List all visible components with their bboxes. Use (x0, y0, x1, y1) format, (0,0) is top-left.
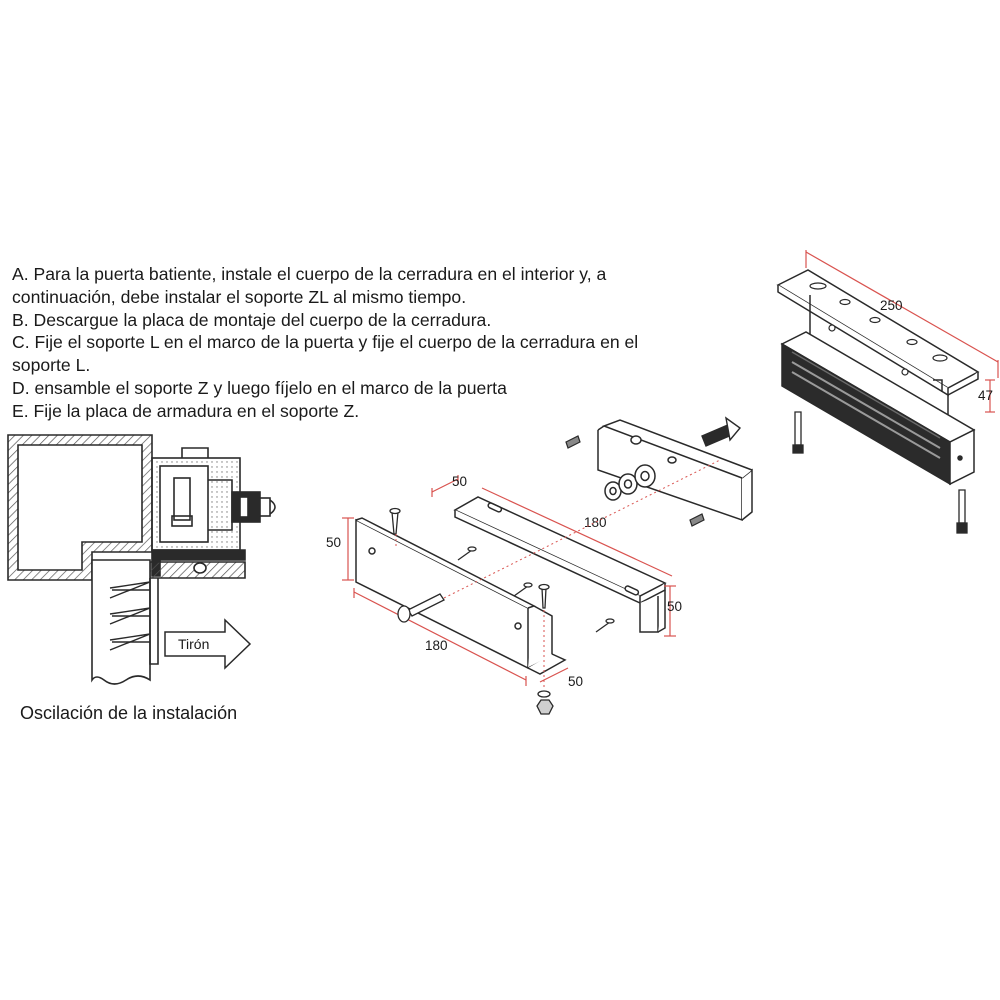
bolt-section (231, 491, 276, 523)
dim-z-height: 50 (667, 599, 682, 614)
z-bracket (453, 496, 667, 633)
assembly-guide-lines (395, 459, 721, 690)
lock-mounting-bolts (792, 411, 968, 534)
door-leaf (91, 559, 151, 685)
step-b: B. Descargue la placa de montaje del cue… (12, 309, 492, 330)
z-bracket-dimension-lines (431, 475, 676, 637)
door-screws (109, 581, 151, 651)
step-e: E. Fije la placa de armadura en el sopor… (12, 400, 360, 421)
armature-bolt (701, 416, 742, 447)
lock-dimension-lines (805, 250, 999, 413)
dim-l-height: 50 (326, 535, 341, 550)
section-view-caption: Oscilación de la instalación (20, 703, 238, 723)
dim-lock-height: 47 (978, 388, 993, 403)
dim-z-length: 180 (584, 515, 607, 530)
dim-l-base: 50 (568, 674, 583, 689)
step-c-line2: soporte L. (12, 355, 91, 376)
mounting-plate (776, 269, 980, 429)
step-d: D. ensamble el soporte Z y luego fíjelo … (12, 377, 507, 398)
washers (604, 464, 656, 501)
fastener-screws (389, 507, 615, 633)
step-a-line1: A. Para la puerta batiente, instale el c… (12, 264, 607, 284)
l-bracket-dimension-lines (342, 517, 569, 686)
dim-lock-length: 250 (880, 298, 903, 313)
l-bracket-bolt (397, 593, 445, 623)
door-frame-inner (17, 444, 143, 571)
dim-l-length: 180 (425, 638, 448, 653)
lock-body-section (151, 447, 241, 551)
mounting-plate-holes (809, 282, 948, 376)
lock-body (780, 331, 976, 486)
step-a-line2: continuación, debe instalar el soporte Z… (12, 286, 467, 307)
pull-label: Tirón (178, 636, 209, 652)
l-bracket (355, 517, 567, 675)
swing-door-section-view (7, 434, 276, 685)
spring-pins (565, 435, 705, 527)
step-c-line1: C. Fije el soporte L en el marco de la p… (12, 332, 639, 353)
armature-plate (597, 419, 753, 522)
pull-arrow: Tirón (164, 618, 252, 670)
washer-and-nut (536, 690, 554, 715)
dim-z-top-width: 50 (452, 474, 467, 489)
installation-steps: A. Para la puerta batiente, instale el c… (12, 263, 712, 423)
